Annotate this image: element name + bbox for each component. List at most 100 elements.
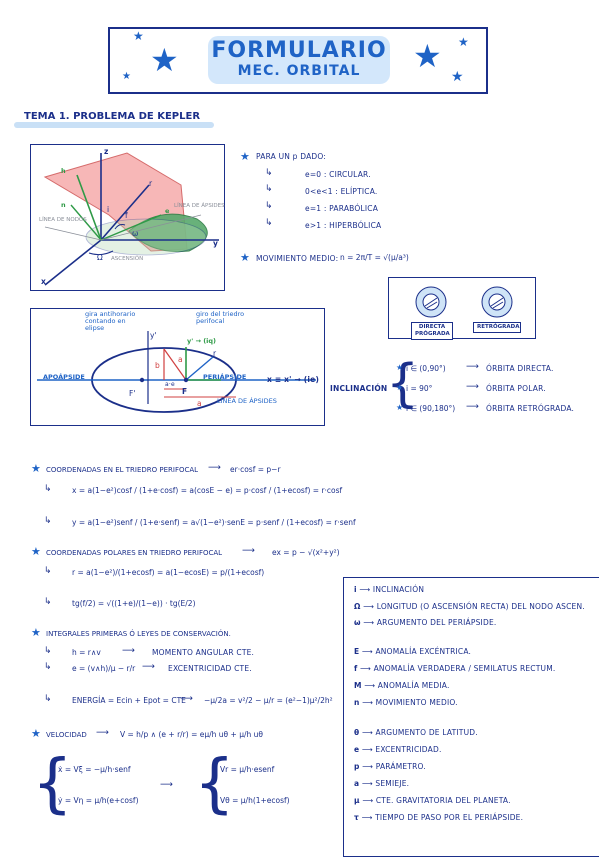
legend-symbol: μ <box>354 796 360 805</box>
legend-symbol: τ <box>354 813 359 822</box>
legend-row: i ⟶ INCLINACIÓN <box>354 585 425 594</box>
legend-symbol: Ω <box>354 602 361 611</box>
legend-row: μ ⟶ CTE. GRAVITATORIA DEL PLANETA. <box>354 796 511 805</box>
y-prime-label: y' <box>150 331 157 340</box>
directa-label: DIRECTA PRÓGRADA <box>411 322 453 340</box>
i-angle-label: i <box>107 205 110 214</box>
arrow-icon: ⟶ <box>180 694 193 704</box>
star-bullet-icon: ★ <box>31 545 41 558</box>
arrow-icon: ⟶ <box>142 662 155 672</box>
omega-angle-label: ω <box>132 229 139 238</box>
ellipse-svg <box>37 331 316 413</box>
r-formula: r = a(1−e²)/(1+ecosf) = a(1−ecosE) = p/(… <box>72 568 265 577</box>
axis-y-label: y <box>213 239 219 248</box>
arrow-icon: ↳ <box>44 597 52 607</box>
page-title: FORMULARIO <box>211 38 387 63</box>
page-subtitle: MEC. ORBITAL <box>237 63 361 79</box>
arrow-icon: ↳ <box>44 646 52 656</box>
legend-row: τ ⟶ TIEMPO DE PASO POR EL PERIÁPSIDE. <box>354 813 524 822</box>
ascension-label: ASCENSIÓN <box>111 256 144 262</box>
arrow-icon: ↳ <box>265 201 273 211</box>
star-icon: ★ <box>133 29 144 43</box>
coord-polares-result: ex = p − √(x²+y²) <box>272 548 340 557</box>
star-bullet-icon: ★ <box>31 727 41 740</box>
sys1-b: ẏ = Vη = μ/h(e+cosf) <box>58 796 139 805</box>
axis-z-label: z <box>104 147 109 156</box>
legend-desc: TIEMPO DE PASO POR EL PERIÁPSIDE. <box>375 813 524 822</box>
e-formula: e = (v∧h)/μ − r/r <box>72 664 136 673</box>
retrograda-label: RETRÓGRADA <box>473 322 521 333</box>
title-highlight <box>208 36 390 84</box>
x-axis-label: x ≡ x' → (ie) <box>267 375 320 384</box>
sentido-box: DIRECTA PRÓGRADA RETRÓGRADA <box>388 277 536 340</box>
legend-row: E ⟶ ANOMALÍA EXCÉNTRICA. <box>354 647 472 656</box>
F-label: F <box>182 387 188 396</box>
ellipse-perifocal-figure: gira antihorario contando en elipse giro… <box>30 308 325 426</box>
star-icon: ★ <box>451 69 464 85</box>
inclinacion-cond: i ∈ (90,180°) <box>406 404 456 413</box>
arrow-icon: ⟶ <box>96 728 109 738</box>
legend-symbol: p <box>354 762 360 771</box>
legend-symbol: i <box>354 585 357 594</box>
legend-row: n ⟶ MOVIMIENTO MEDIO. <box>354 698 458 707</box>
conicas-intro: PARA UN p DADO: <box>256 152 327 161</box>
orbit-3d-figure: z y x h r f ω i Ω ASCENSIÓN LÍNEA DE NOD… <box>30 144 225 291</box>
integrales-title: INTEGRALES PRIMERAS Ó LEYES DE CONSERVAC… <box>46 630 231 638</box>
inclinacion-cond: i ∈ (0,90°) <box>406 364 446 373</box>
star-bullet-icon: ★ <box>240 150 250 163</box>
arrow-icon: ⟶ <box>122 646 135 656</box>
b-label: b <box>155 361 160 370</box>
arrow-icon: ⟶ <box>466 362 479 372</box>
arrow-icon: ⟶ <box>160 780 173 790</box>
legend-desc: CTE. GRAVITATORIA DEL PLANETA. <box>375 796 511 805</box>
star-bullet-icon: ★ <box>31 462 41 475</box>
arrow-icon: ↳ <box>44 484 52 494</box>
periapside-label: PERIÁPSIDE <box>203 373 247 381</box>
coord-polares-title: COORDENADAS POLARES EN TRIEDRO PERIFOCAL <box>46 549 223 557</box>
movimiento-medio-formula: n = 2π/T = √(μ/a³) <box>340 253 409 262</box>
star-bullet-icon: ★ <box>396 403 404 412</box>
giro-perifocal-note: giro del triedro perifocal <box>196 310 245 325</box>
legend-row: Ω ⟶ LONGITUD (O ASCENSIÓN RECTA) DEL NOD… <box>354 602 585 611</box>
arrow-icon: ↳ <box>265 168 273 178</box>
conica-item: e=1 : PARABÓLICA <box>305 204 379 213</box>
legend-desc: ANOMALÍA EXCÉNTRICA. <box>375 647 472 656</box>
a-label: a <box>178 355 183 364</box>
legend-desc: PARÁMETRO. <box>375 762 426 771</box>
legend-desc: ARGUMENTO DEL PERIÁPSIDE. <box>376 618 497 627</box>
r-label: r <box>213 349 217 358</box>
star-bullet-icon: ★ <box>240 251 250 264</box>
legend-row: e ⟶ EXCENTRICIDAD. <box>354 745 442 754</box>
legend-row: f ⟶ ANOMALÍA VERDADERA / SEMILATUS RECTU… <box>354 664 556 673</box>
coord-perifocal-result: er·cosf = p−r <box>230 465 281 474</box>
h-label: MOMENTO ANGULAR CTE. <box>152 648 255 657</box>
movimiento-medio-label: MOVIMIENTO MEDIO: <box>256 254 339 263</box>
legend-symbol: f <box>354 664 358 673</box>
conica-item: 0<e<1 : ELÍPTICA. <box>305 187 378 196</box>
inclinacion-label: INCLINACIÓN <box>330 384 388 393</box>
n-vector-label: n <box>61 201 66 209</box>
star-bullet-icon: ★ <box>396 383 404 392</box>
brace-icon: { <box>32 747 73 821</box>
legend-symbol: e <box>354 745 360 754</box>
f-angle-label: f <box>125 211 128 220</box>
arrow-icon: ⟶ <box>466 402 479 412</box>
legend-desc: SEMIEJE. <box>375 779 410 788</box>
arrow-icon: ↳ <box>265 184 273 194</box>
legend-desc: ANOMALÍA MEDIA. <box>377 681 450 690</box>
arrow-icon: ↳ <box>44 516 52 526</box>
inclinacion-result: ÓRBITA RETRÓGRADA. <box>486 404 575 413</box>
conica-item: e>1 : HIPERBÓLICA <box>305 221 382 230</box>
h-vector-label: h <box>61 167 66 175</box>
legend-desc: ARGUMENTO DE LATITUD. <box>375 728 478 737</box>
star-icon: ★ <box>150 41 179 79</box>
orbit-3d-svg <box>43 152 219 286</box>
inclinacion-result: ÓRBITA DIRECTA. <box>486 364 554 373</box>
legend-desc: ANOMALÍA VERDADERA / SEMILATUS RECTUM. <box>373 664 556 673</box>
legend-symbol: a <box>354 779 360 788</box>
star-icon: ★ <box>413 37 442 75</box>
apoapside-label: APOÁPSIDE <box>43 373 85 381</box>
legend-row: M ⟶ ANOMALÍA MEDIA. <box>354 681 450 690</box>
sentido-svg <box>415 286 513 318</box>
star-bullet-icon: ★ <box>396 363 404 372</box>
